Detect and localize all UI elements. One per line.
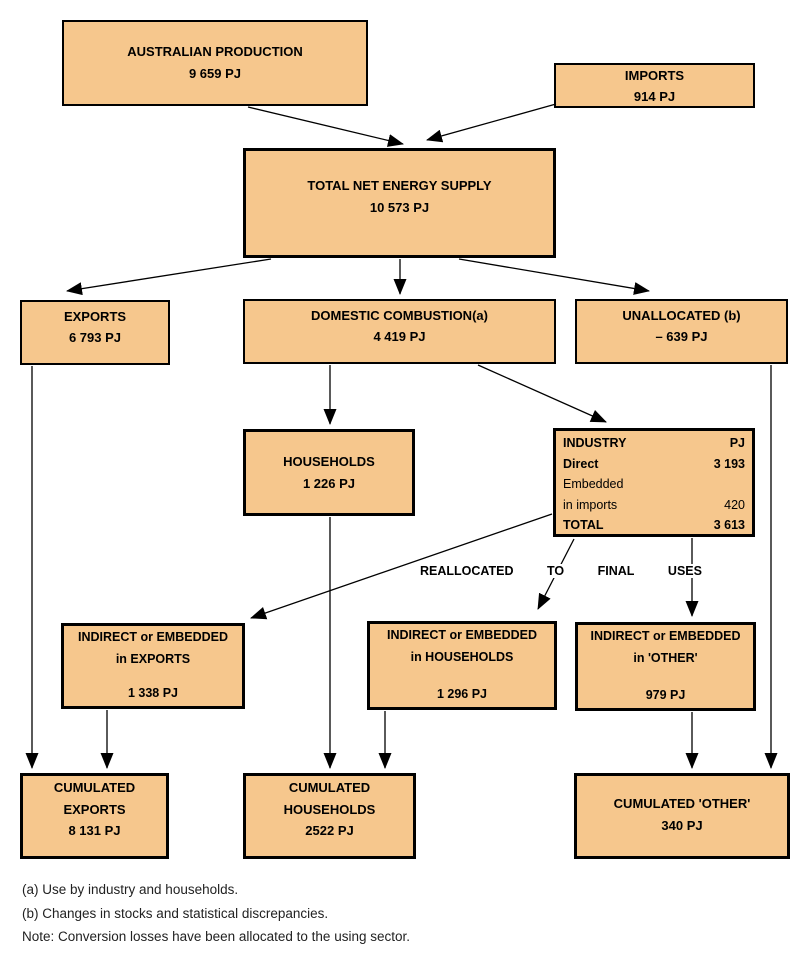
node-label-block: INDIRECT or EMBEDDED in 'OTHER' [582, 625, 749, 669]
industry-row-total: TOTAL 3 613 [563, 515, 745, 536]
node-value: 9 659 PJ [188, 66, 242, 81]
industry-row-label: in imports [563, 497, 618, 512]
reallocated-word: FINAL [595, 564, 637, 578]
node-label: INDIRECT or EMBEDDED [77, 630, 228, 644]
node-label: CUMULATED [53, 780, 136, 795]
node-label-block: INDIRECT or EMBEDDED in HOUSEHOLDS [374, 624, 550, 668]
industry-row-embedded: Embedded [563, 474, 745, 495]
industry-row-label: INDUSTRY [563, 436, 627, 450]
footnote-b: (b) Changes in stocks and statistical di… [22, 905, 329, 921]
node-cumulated-other: CUMULATED 'OTHER' 340 PJ [574, 773, 790, 859]
node-unallocated: UNALLOCATED (b) – 639 PJ [575, 299, 788, 364]
footnote-note: Note: Conversion losses have been alloca… [22, 929, 410, 944]
industry-row-header: INDUSTRY PJ [563, 433, 745, 454]
node-label: AUSTRALIAN PRODUCTION [127, 44, 303, 59]
node-value: 6 793 PJ [68, 330, 122, 345]
node-industry-table: INDUSTRY PJ Direct 3 193 Embedded in imp… [553, 428, 755, 537]
node-indirect-embedded-exports: INDIRECT or EMBEDDED in EXPORTS 1 338 PJ [61, 623, 245, 709]
node-indirect-embedded-other: INDIRECT or EMBEDDED in 'OTHER' 979 PJ [575, 622, 756, 711]
node-sublabel: in HOUSEHOLDS [410, 650, 514, 664]
reallocated-word: USES [665, 564, 704, 578]
node-value: 1 226 PJ [302, 475, 356, 491]
node-sublabel: in EXPORTS [115, 652, 191, 666]
node-label: HOUSEHOLDS [283, 453, 375, 469]
footnotes: (a) Use by industry and households. (b) … [22, 878, 410, 949]
industry-row-value: 420 [724, 497, 745, 512]
reallocated-word: REALLOCATED [418, 564, 516, 578]
node-sublabel: EXPORTS [63, 801, 126, 817]
node-cumulated-households: CUMULATED HOUSEHOLDS 2522 PJ [243, 773, 416, 859]
node-value: 1 338 PJ [127, 686, 179, 700]
connector-total-to-unallocated [458, 258, 650, 295]
node-cumulated-exports: CUMULATED EXPORTS 8 131 PJ [20, 773, 169, 859]
node-value: 10 573 PJ [369, 200, 430, 215]
node-value: 2522 PJ [305, 823, 354, 838]
node-value: – 639 PJ [655, 329, 708, 344]
industry-row-value: PJ [729, 436, 745, 450]
node-value: 4 419 PJ [373, 329, 426, 344]
node-label: UNALLOCATED (b) [622, 308, 741, 323]
industry-row-label: Direct [563, 456, 599, 471]
connector-production-to-total [247, 106, 404, 147]
node-sublabel: HOUSEHOLDS [283, 801, 376, 817]
industry-row-label: Embedded [563, 477, 624, 492]
node-households: HOUSEHOLDS 1 226 PJ [243, 429, 415, 516]
node-total-net-energy-supply: TOTAL NET ENERGY SUPPLY 10 573 PJ [243, 148, 556, 258]
industry-row-label: TOTAL [563, 518, 604, 533]
node-imports: IMPORTS 914 PJ [554, 63, 755, 108]
node-value: 340 PJ [661, 818, 703, 833]
industry-row-in-imports: in imports 420 [563, 495, 745, 516]
node-sublabel: in 'OTHER' [633, 651, 698, 665]
industry-row-value: 3 613 [713, 518, 745, 533]
industry-row-direct: Direct 3 193 [563, 454, 745, 475]
reallocated-word: TO [545, 564, 567, 578]
node-label: INDIRECT or EMBEDDED [386, 628, 537, 642]
node-label: DOMESTIC COMBUSTION(a) [311, 308, 488, 323]
connector-imports-to-total [426, 103, 557, 143]
node-label: TOTAL NET ENERGY SUPPLY [307, 178, 492, 193]
node-value: 8 131 PJ [68, 823, 121, 838]
node-value: 914 PJ [633, 88, 676, 104]
connector-domestic-to-industry [477, 364, 607, 423]
node-label: EXPORTS [63, 309, 127, 324]
node-domestic-combustion: DOMESTIC COMBUSTION(a) 4 419 PJ [243, 299, 556, 364]
node-value: 979 PJ [645, 688, 686, 702]
node-indirect-embedded-households: INDIRECT or EMBEDDED in HOUSEHOLDS 1 296… [367, 621, 557, 710]
node-label: IMPORTS [624, 67, 685, 83]
node-label: CUMULATED 'OTHER' [613, 796, 751, 811]
connector-total-to-exports [66, 258, 272, 296]
node-exports: EXPORTS 6 793 PJ [20, 300, 170, 365]
industry-row-value: 3 193 [713, 456, 745, 471]
node-label: CUMULATED [288, 780, 371, 795]
footnote-a: (a) Use by industry and households. [22, 882, 239, 897]
node-label: INDIRECT or EMBEDDED [590, 629, 741, 643]
node-value: 1 296 PJ [436, 687, 488, 701]
node-australian-production: AUSTRALIAN PRODUCTION 9 659 PJ [62, 20, 368, 106]
reallocated-to-final-uses-label: REALLOCATED TO FINAL USES [418, 564, 704, 578]
node-label-block: INDIRECT or EMBEDDED in EXPORTS [68, 626, 238, 670]
